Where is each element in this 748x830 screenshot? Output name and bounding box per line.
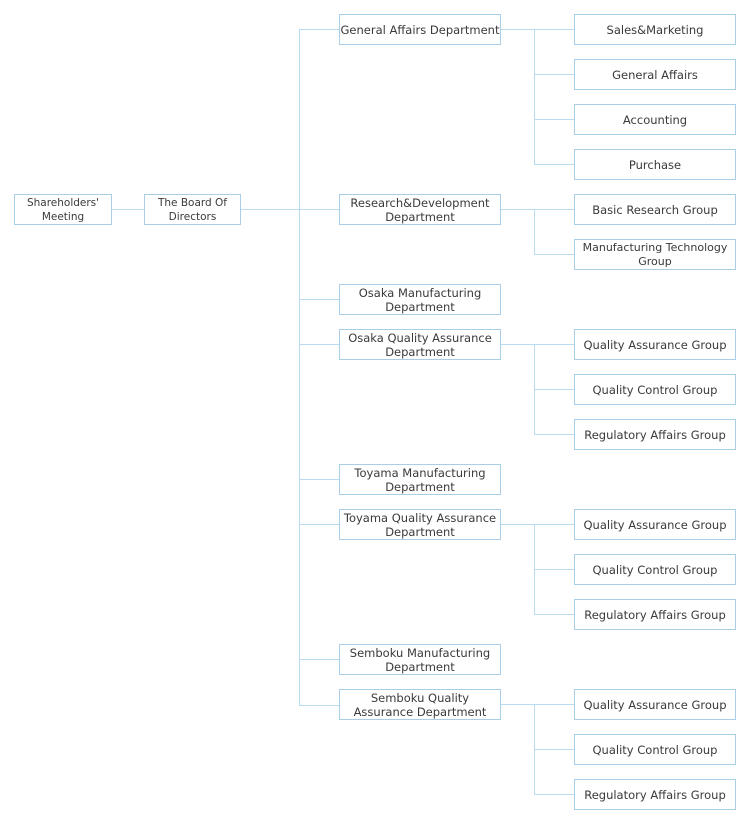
department-label: Semboku Quality Assurance Department <box>353 690 487 719</box>
connector-line <box>300 479 340 480</box>
connector-line <box>534 119 574 120</box>
group-box: Accounting <box>574 104 736 135</box>
group-label: Purchase <box>628 157 682 172</box>
connector-line <box>534 164 574 165</box>
group-box: Regulatory Affairs Group <box>574 599 736 630</box>
connector-line <box>300 344 340 345</box>
connector-line <box>534 704 574 705</box>
group-box: Sales&Marketing <box>574 14 736 45</box>
department-label: Semboku Manufacturing Department <box>349 645 491 674</box>
group-label: Regulatory Affairs Group <box>584 787 726 802</box>
group-box: Quality Control Group <box>574 374 736 405</box>
group-label: Quality Control Group <box>592 382 718 397</box>
connector-line <box>534 524 574 525</box>
trunk-line <box>299 29 300 706</box>
group-box: Quality Control Group <box>574 554 736 585</box>
connector-line <box>534 344 574 345</box>
group-box: Basic Research Group <box>574 194 736 225</box>
connector-line <box>300 29 340 30</box>
connector-line <box>534 749 574 750</box>
department-box: Research&Development Department <box>339 194 501 225</box>
group-box: Quality Assurance Group <box>574 509 736 540</box>
group-connector-line <box>534 29 535 165</box>
connector-line <box>501 29 535 30</box>
group-box: Quality Assurance Group <box>574 689 736 720</box>
group-box: Quality Control Group <box>574 734 736 765</box>
connector-line <box>300 705 340 706</box>
connector-line <box>534 569 574 570</box>
connector-line <box>534 254 574 255</box>
shareholders-meeting-label: Shareholders' Meeting <box>26 196 100 223</box>
department-label: Osaka Quality Assurance Department <box>348 330 492 359</box>
department-box: Osaka Manufacturing Department <box>339 284 501 315</box>
group-label: Sales&Marketing <box>606 22 704 37</box>
department-label: Osaka Manufacturing Department <box>358 285 482 314</box>
connector-line <box>501 209 535 210</box>
connector-line <box>111 209 145 210</box>
group-label: Accounting <box>622 112 688 127</box>
connector-line <box>300 299 340 300</box>
group-label: General Affairs <box>612 67 698 82</box>
group-label: Quality Assurance Group <box>583 517 727 532</box>
department-box: Osaka Quality Assurance Department <box>339 329 501 360</box>
department-box: Semboku Quality Assurance Department <box>339 689 501 720</box>
connector-line <box>534 434 574 435</box>
department-label: Toyama Manufacturing Department <box>354 465 486 494</box>
department-box: Toyama Manufacturing Department <box>339 464 501 495</box>
shareholders-meeting-box: Shareholders' Meeting <box>14 194 112 225</box>
connector-line <box>300 524 340 525</box>
department-box: General Affairs Department <box>339 14 501 45</box>
connector-line <box>241 209 300 210</box>
group-connector-line <box>534 209 535 255</box>
department-label: General Affairs Department <box>340 22 500 37</box>
group-label: Basic Research Group <box>592 202 718 217</box>
group-label: Regulatory Affairs Group <box>584 607 726 622</box>
group-label: Quality Control Group <box>592 562 718 577</box>
department-box: Semboku Manufacturing Department <box>339 644 501 675</box>
department-box: Toyama Quality Assurance Department <box>339 509 501 540</box>
group-label: Quality Control Group <box>592 742 718 757</box>
connector-line <box>534 29 574 30</box>
board-of-directors-box: The Board Of Directors <box>144 194 241 225</box>
connector-line <box>300 659 340 660</box>
group-box: Purchase <box>574 149 736 180</box>
group-box: Regulatory Affairs Group <box>574 779 736 810</box>
connector-line <box>300 209 340 210</box>
group-label: Regulatory Affairs Group <box>584 427 726 442</box>
connector-line <box>501 704 535 705</box>
group-box: Manufacturing Technology Group <box>574 239 736 270</box>
group-box: General Affairs <box>574 59 736 90</box>
connector-line <box>534 389 574 390</box>
connector-line <box>534 794 574 795</box>
group-box: Regulatory Affairs Group <box>574 419 736 450</box>
connector-line <box>534 74 574 75</box>
group-box: Quality Assurance Group <box>574 329 736 360</box>
department-label: Research&Development Department <box>350 195 490 224</box>
group-label: Manufacturing Technology Group <box>582 240 728 268</box>
board-of-directors-label: The Board Of Directors <box>157 196 228 223</box>
department-label: Toyama Quality Assurance Department <box>343 510 497 539</box>
connector-line <box>501 344 535 345</box>
group-label: Quality Assurance Group <box>583 337 727 352</box>
connector-line <box>534 614 574 615</box>
connector-line <box>501 524 535 525</box>
group-label: Quality Assurance Group <box>583 697 727 712</box>
connector-line <box>534 209 574 210</box>
